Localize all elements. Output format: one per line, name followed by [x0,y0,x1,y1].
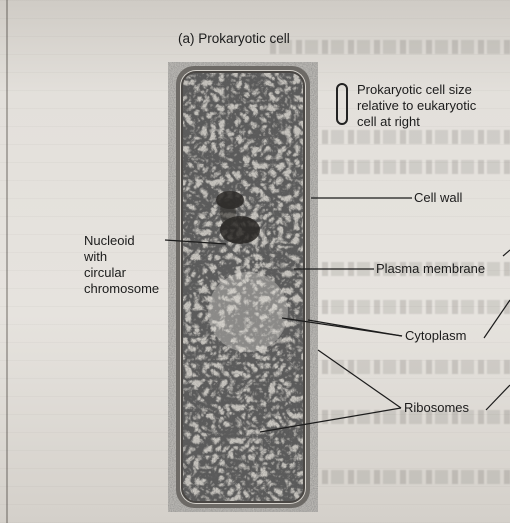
size-note-line: Prokaryotic cell size [357,82,472,97]
label-cell-wall: Cell wall [414,190,463,205]
bleed-through-text [270,300,510,314]
label-nucleoid-line: Nucleoid [84,233,135,248]
leader-ribosomes-a [259,407,402,433]
bleed-through-text [270,130,510,144]
leader-ribosomes-b [317,349,402,409]
page-fold-shadow [6,0,8,523]
label-ribosomes: Ribosomes [404,400,470,415]
capsule-outline-icon [336,83,348,125]
cell-micrograph [168,62,318,512]
figure-title: (a) Prokaryotic cell [178,31,290,46]
leader-offpage-a [502,249,510,257]
leader-nucleoid [164,239,227,245]
size-note-line: cell at right [357,114,420,129]
size-note-line: relative to eukaryotic [357,98,477,113]
label-nucleoid-line: with [84,249,108,264]
leader-offpage-b [483,299,510,339]
bleed-through-text [270,262,510,276]
bleed-through-text [270,360,510,374]
bleed-through-text [270,470,510,484]
bleed-through-text [270,40,510,54]
label-nucleoid-line: circular [84,265,126,280]
label-cytoplasm: Cytoplasm [405,328,467,343]
label-plasma-membrane: Plasma membrane [376,261,486,276]
leader-cytoplasm-b [307,319,403,337]
bleed-through-text [270,160,510,174]
leader-offpage-c [485,384,510,411]
label-nucleoid-line: chromosome [84,281,160,296]
